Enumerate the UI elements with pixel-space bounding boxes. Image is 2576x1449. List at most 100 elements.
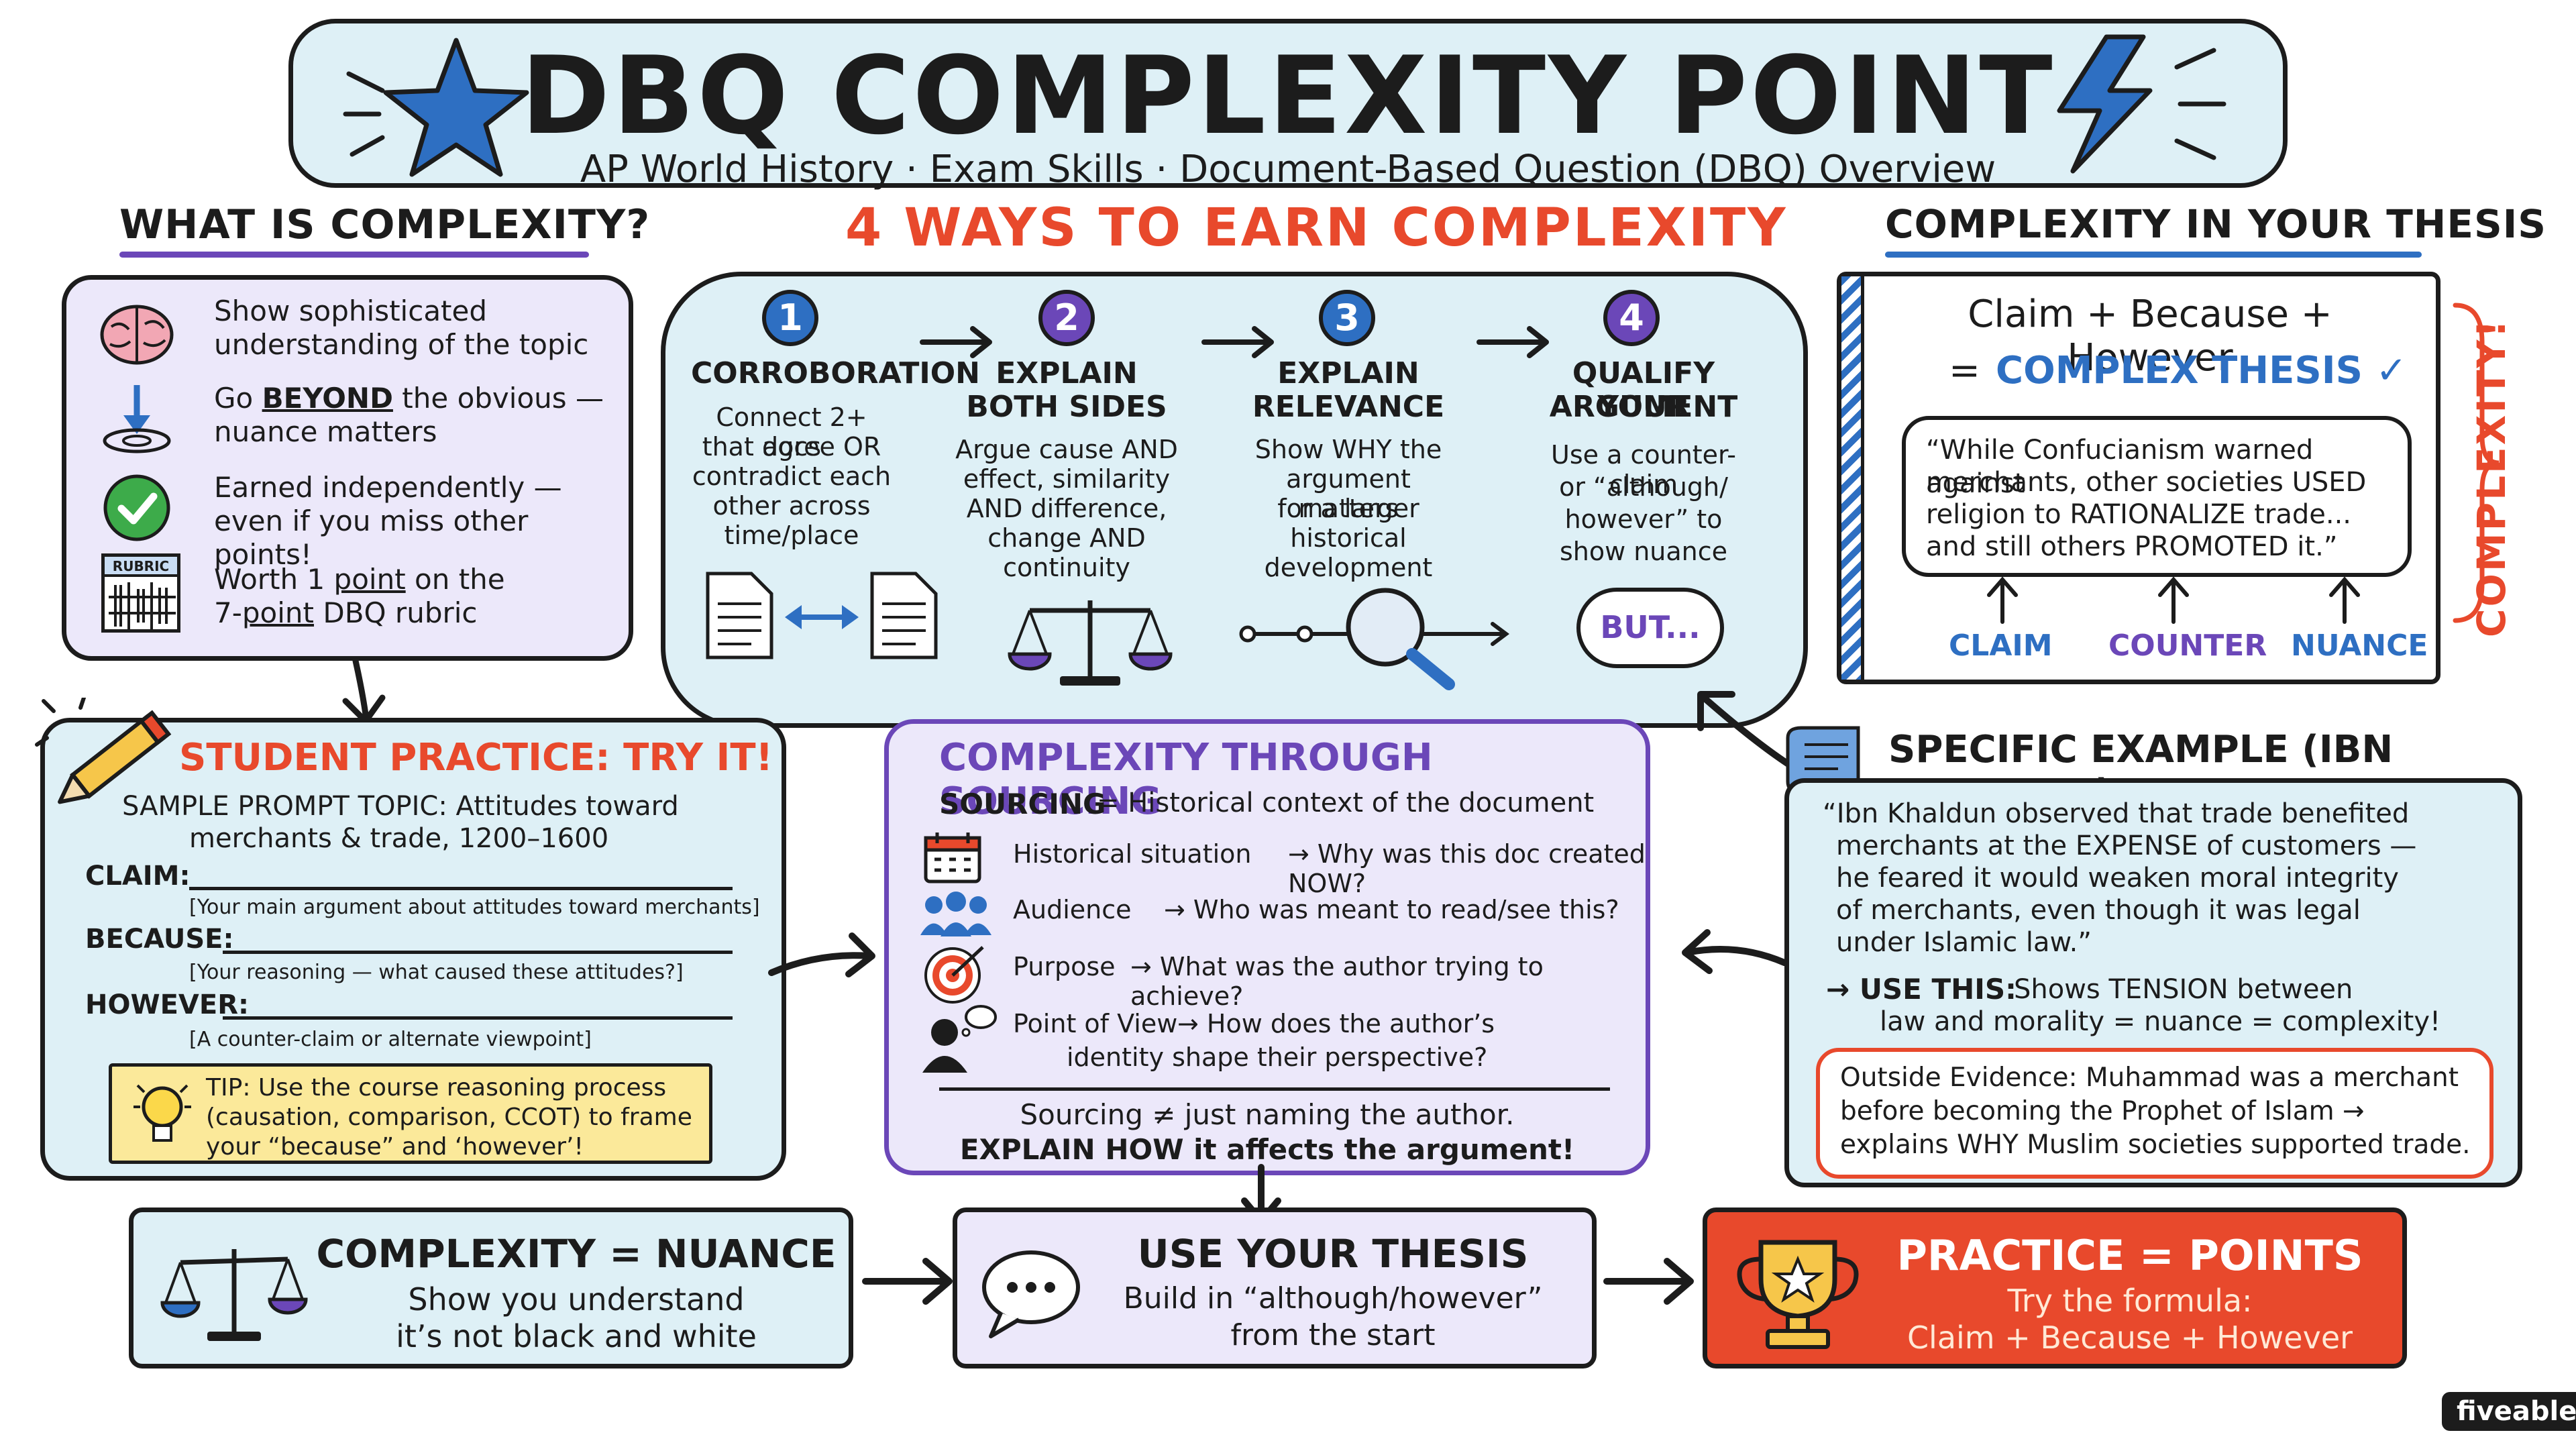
way-2-heading-2: BOTH SIDES bbox=[966, 390, 1167, 424]
way-3-heading-1: EXPLAIN bbox=[1277, 356, 1419, 390]
tip-note: TIP: Use the course reasoning process (c… bbox=[109, 1063, 712, 1164]
way-4-desc-2: or “although/ bbox=[1559, 472, 1728, 502]
practice-title: STUDENT PRACTICE: TRY IT! bbox=[179, 736, 773, 780]
way-2-desc-4: change AND bbox=[987, 523, 1146, 553]
pencil-icon bbox=[35, 698, 172, 804]
practice-points-text-1: Try the formula: bbox=[2007, 1283, 2253, 1319]
use-thesis-text-2: from the start bbox=[1230, 1318, 1436, 1352]
sourcing-row-2-label: Audience bbox=[1013, 895, 1132, 924]
tip-line-1: TIP: Use the course reasoning process bbox=[206, 1074, 667, 1102]
fiveable-logo[interactable]: fiveable bbox=[2442, 1392, 2576, 1431]
arrow-way-2-3 bbox=[1201, 326, 1274, 358]
thesis-quote-4: and still others PROMOTED it.” bbox=[1926, 531, 2338, 562]
arrow-way-3-4 bbox=[1477, 326, 1549, 358]
way-1-desc-3: contradict each bbox=[692, 462, 892, 491]
practice-points-text-2: Claim + Because + However bbox=[1907, 1320, 2353, 1356]
example-quote-4: of merchants, even though it was legal bbox=[1836, 895, 2361, 926]
sourcing-def-label: SOURCING bbox=[939, 788, 1106, 820]
nuance-text-1: Show you understand bbox=[408, 1281, 745, 1318]
thesis-panel: Claim + Because + However = COMPLEX THES… bbox=[1837, 272, 2440, 684]
person-thought-icon bbox=[922, 1005, 997, 1073]
claim-label: CLAIM: bbox=[85, 861, 191, 892]
target-icon bbox=[924, 946, 984, 1004]
thesis-label-counter: COUNTER bbox=[2108, 629, 2267, 663]
rubric-icon: RUBRIC bbox=[101, 553, 180, 633]
practice-panel: STUDENT PRACTICE: TRY IT! SAMPLE PROMPT … bbox=[40, 718, 786, 1181]
way-1-desc-4: other across bbox=[712, 491, 871, 521]
checkmark-icon bbox=[103, 474, 170, 541]
way-2-desc-5: continuity bbox=[1003, 553, 1130, 582]
outside-evidence-3: explains WHY Muslim societies supported … bbox=[1840, 1130, 2471, 1160]
use-thesis-text-1: Build in “although/however” bbox=[1123, 1281, 1543, 1316]
nuance-title: COMPLEXITY = NUANCE bbox=[316, 1231, 837, 1277]
however-label: HOWEVER: bbox=[85, 989, 250, 1020]
what-panel: Show sophisticated understanding of the … bbox=[62, 275, 633, 661]
thesis-quote-bubble: “While Confucianism warned against merch… bbox=[1902, 416, 2412, 577]
example-use-label: → USE THIS: bbox=[1826, 973, 2017, 1006]
star-icon bbox=[343, 38, 529, 177]
thesis-brace bbox=[2453, 303, 2500, 623]
what-item-1-line1: Show sophisticated bbox=[214, 294, 488, 327]
practice-points-title: PRACTICE = POINTS bbox=[1896, 1231, 2363, 1280]
however-input[interactable] bbox=[223, 1016, 733, 1020]
arrow-down-target-icon bbox=[103, 385, 171, 453]
sourcing-row-4-label: Point of View bbox=[1013, 1009, 1178, 1038]
practice-prompt-1: SAMPLE PROMPT TOPIC: Attitudes toward bbox=[122, 791, 679, 822]
arrow-example-to-sourcing bbox=[1682, 929, 1788, 974]
claim-input[interactable] bbox=[189, 887, 733, 890]
calendar-icon bbox=[924, 833, 981, 883]
because-hint: [Your reasoning — what caused these atti… bbox=[189, 961, 684, 984]
thesis-label-nuance: NUANCE bbox=[2291, 629, 2428, 663]
use-thesis-title: USE YOUR THESIS bbox=[1137, 1231, 1529, 1277]
sourcing-row-1-text: → Why was this doc created NOW? bbox=[1288, 839, 1646, 898]
what-item-4-line2: 7-point DBQ rubric bbox=[214, 596, 478, 629]
way-2-desc-3: AND difference, bbox=[966, 494, 1167, 523]
tip-line-2: (causation, comparison, CCOT) to frame bbox=[206, 1104, 692, 1131]
but-speech-bubble: BUT... bbox=[1576, 588, 1724, 668]
arrow-nuance-to-thesis bbox=[862, 1258, 953, 1305]
sourcing-foot-2: EXPLAIN HOW it affects the argument! bbox=[959, 1133, 1575, 1166]
way-2-heading-1: EXPLAIN bbox=[996, 356, 1138, 390]
thesis-complex-label: COMPLEX THESIS ✓ bbox=[1996, 349, 2408, 392]
audience-icon bbox=[920, 892, 991, 936]
practice-points-card: PRACTICE = POINTS Try the formula: Claim… bbox=[1703, 1208, 2407, 1368]
sourcing-divider bbox=[939, 1087, 1610, 1091]
what-item-1-line2: understanding of the topic bbox=[214, 328, 589, 361]
arrow-practice-to-sourcing bbox=[768, 932, 875, 977]
way-2-number: 2 bbox=[1038, 290, 1095, 346]
nuance-card: COMPLEXITY = NUANCE Show you understand … bbox=[129, 1208, 853, 1368]
tip-line-3: your “because” and ‘however’! bbox=[206, 1133, 584, 1161]
thesis-formula: Claim + Because + However bbox=[1968, 292, 2332, 380]
trophy-icon bbox=[1737, 1240, 1859, 1349]
way-4-desc-3: however” to bbox=[1564, 504, 1723, 534]
way-3-desc-5: development bbox=[1264, 553, 1433, 582]
thesis-quote-3: religion to RATIONALIZE trade... bbox=[1926, 499, 2352, 530]
sourcing-foot-1: Sourcing ≠ just naming the author. bbox=[1020, 1098, 1515, 1131]
way-2-desc-2: effect, similarity bbox=[963, 464, 1171, 494]
what-title-underline bbox=[119, 252, 589, 258]
way-1-desc-5: time/place bbox=[724, 521, 859, 550]
way-3-heading-2: RELEVANCE bbox=[1252, 390, 1445, 424]
because-input[interactable] bbox=[223, 951, 733, 954]
thesis-quote-1: “While Confucianism warned against bbox=[1926, 435, 2314, 499]
way-1-desc-2: that agree OR bbox=[702, 432, 881, 462]
what-item-3-line2: even if you miss other points! bbox=[214, 504, 529, 571]
what-title: WHAT IS COMPLEXITY? bbox=[119, 201, 651, 248]
way-4-heading-1: QUALIFY YOUR bbox=[1572, 356, 1715, 424]
way-2-desc-1: Argue cause AND bbox=[955, 435, 1178, 464]
practice-prompt-2: merchants & trade, 1200–1600 bbox=[189, 823, 609, 854]
ways-title: 4 WAYS TO EARN COMPLEXITY bbox=[845, 198, 1788, 258]
outside-evidence-1: Outside Evidence: Muhammad was a merchan… bbox=[1840, 1063, 2459, 1093]
nuance-scale-icon bbox=[160, 1249, 308, 1341]
rubric-grid-icon bbox=[109, 582, 176, 629]
thesis-panel-stripe bbox=[1841, 276, 1864, 680]
example-use-text-2: law and morality = nuance = complexity! bbox=[1880, 1006, 2441, 1037]
example-panel: “Ibn Khaldun observed that trade benefit… bbox=[1784, 778, 2522, 1187]
documents-exchange-icon bbox=[706, 572, 938, 659]
sourcing-row-3-label: Purpose bbox=[1013, 952, 1116, 981]
magnifier-timeline-icon bbox=[1239, 588, 1509, 690]
what-item-2-line2: nuance matters bbox=[214, 415, 437, 448]
sourcing-title: COMPLEXITY THROUGH SOURCING bbox=[939, 736, 1433, 823]
arrow-example-to-ways bbox=[1697, 691, 1798, 771]
way-4-heading-2: ARGUMENT bbox=[1549, 390, 1738, 424]
